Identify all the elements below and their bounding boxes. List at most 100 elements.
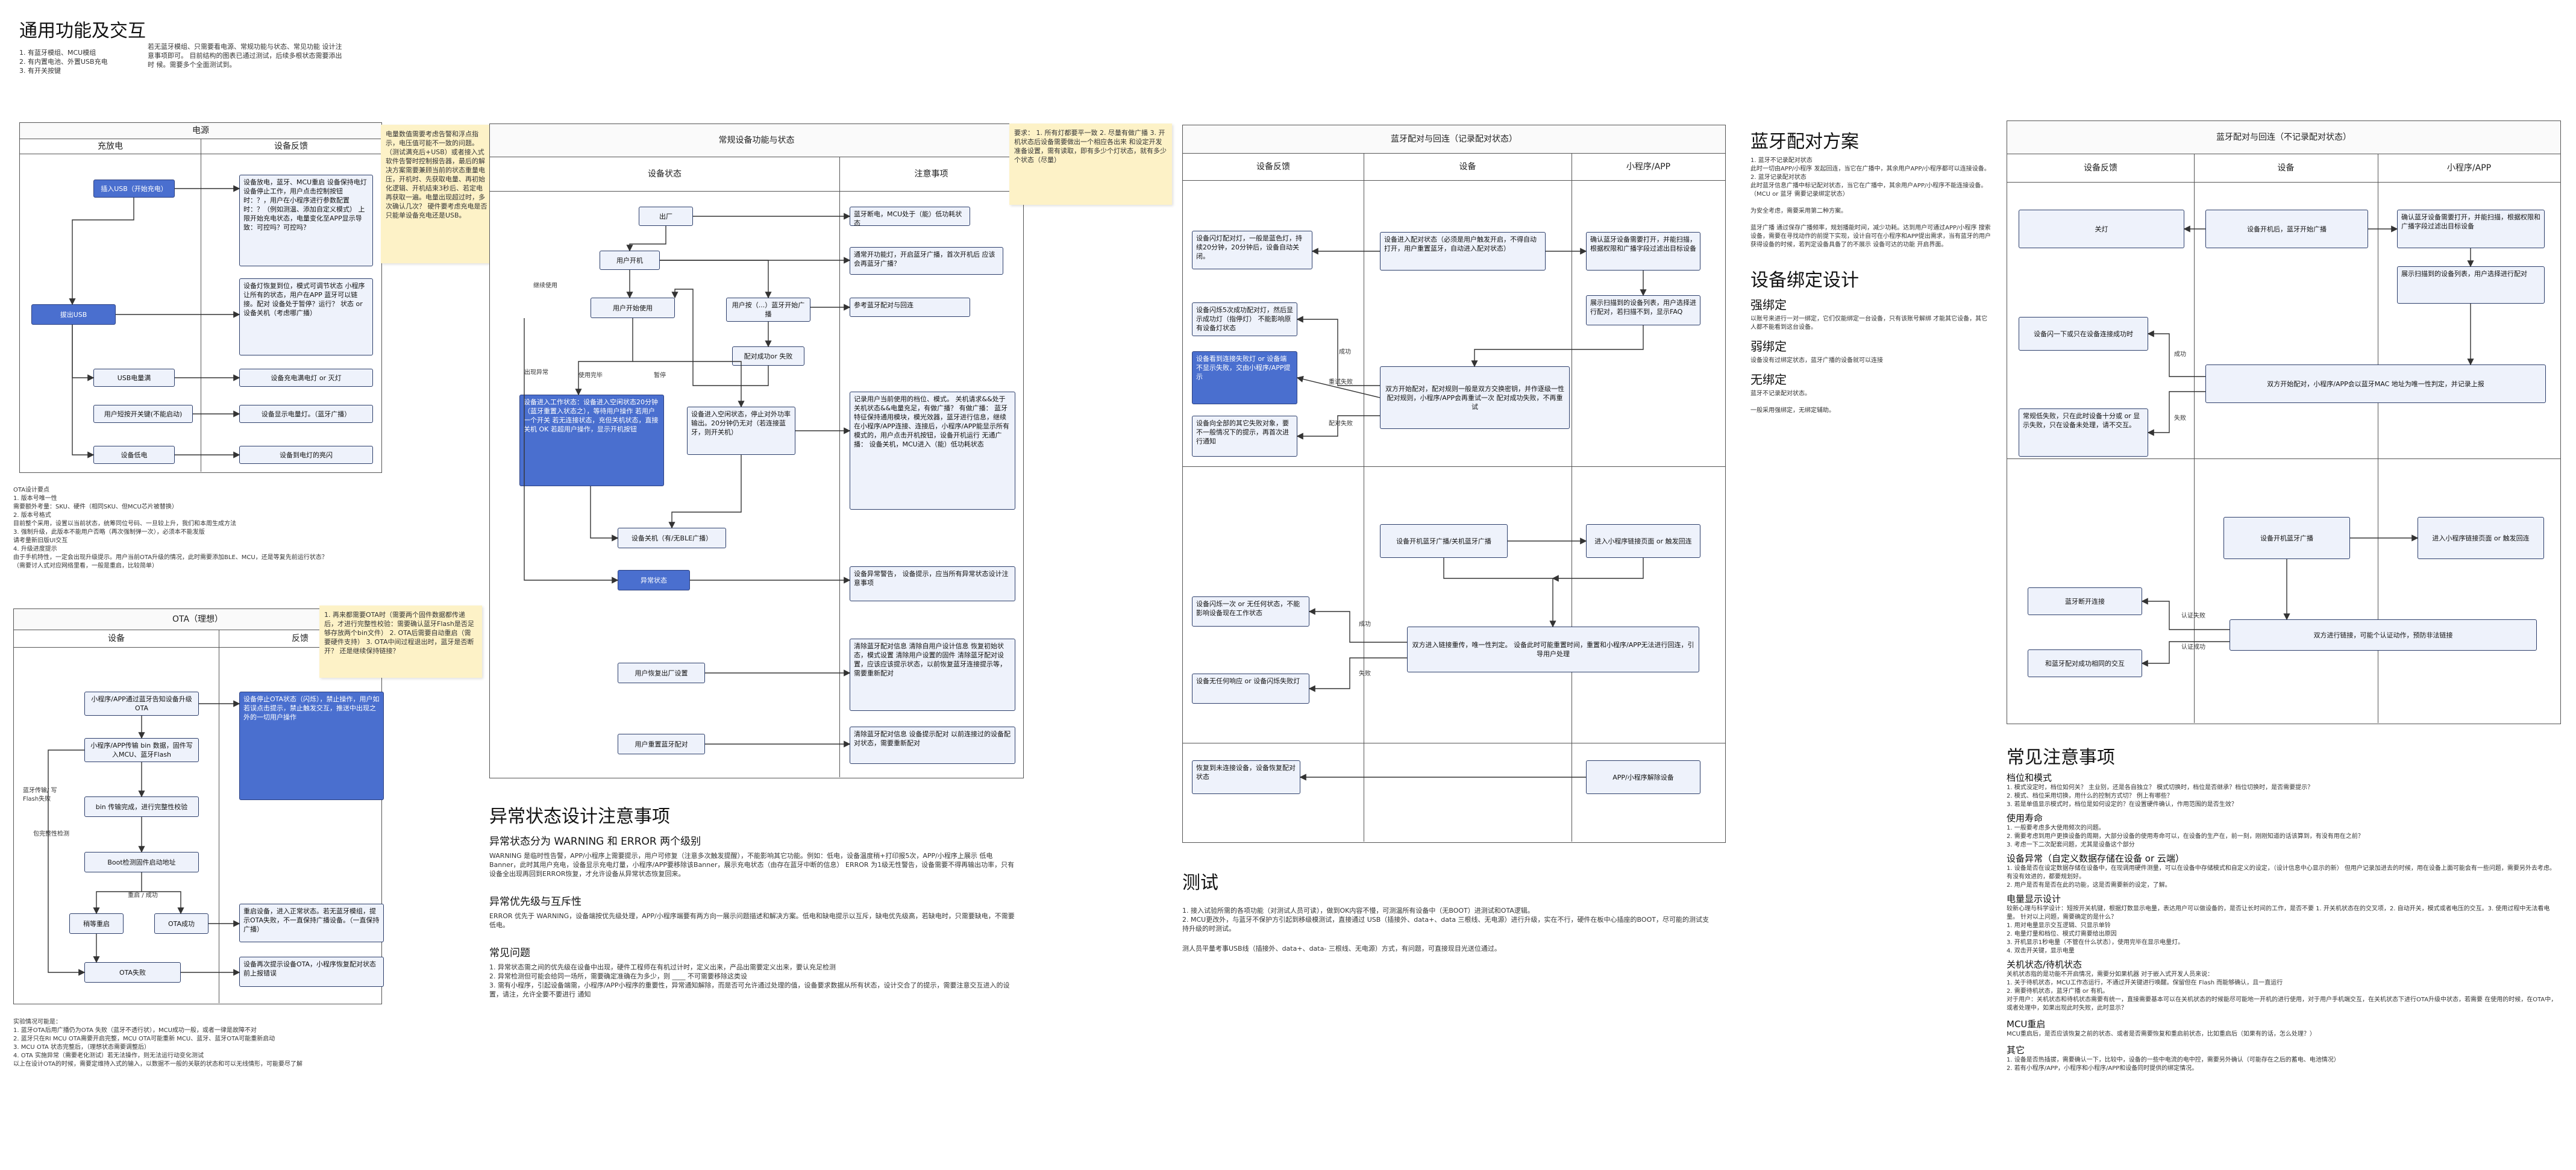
testing-section: 测试 1. 接入试验所需的各项功能（对测试人员可读），做到OK内容不慢，可测温所… <box>1182 868 1713 953</box>
ble-label-retry: 重试失败 <box>1329 379 1353 386</box>
ota-node-3: bin 传输完成，进行完整性校验 <box>84 796 199 817</box>
intro-list: 1. 有蓝牙模组、MCU模组 2. 有内置电池、外置USB充电 3. 有开关按键 <box>19 48 152 75</box>
notes-g5-note: 对于用户：关机状态和待机状态需要有统一，直接需要基本可以在关机状态的时候能尽可能… <box>2007 996 2557 1012</box>
ble2-app-3: 进入小程序链接页面 or 触发回连 <box>2418 517 2544 559</box>
notes-item: 1. 设备是否热插拔，需要确认一下，比较中，设备的一些中电流的电中控，需要另外确… <box>2007 1057 2340 1063</box>
ble-dev-1: 设备进入配对状态（必须是用户触发开启，不得自动打开，用户重置蓝牙，自动进入配对状… <box>1380 232 1546 271</box>
power-panel-title: 电源 <box>20 123 381 139</box>
ble-fb-6: 设备无任何响应 or 设备闪烁失败灯 <box>1192 674 1309 704</box>
ble-fb-1: 设备闪灯配对灯，一般是蓝色灯，持续20分钟，20分钟后，设备自动关闭。 <box>1192 231 1312 269</box>
ble-fb-7: 恢复到未连接设备，设备恢复配对状态 <box>1192 760 1300 794</box>
binding-weak: 弱绑定 <box>1750 339 1787 354</box>
notes-g6: MCU重启 <box>2007 1019 2046 1030</box>
notes-g7-list: 1. 设备是否热插拔，需要确认一下，比较中，设备的一些中电流的电中控，需要另外确… <box>2007 1056 2561 1073</box>
ota-node-4: Boot检测固件启动地址 <box>84 852 199 872</box>
ble2-fb-4: 蓝牙断开连接 <box>2028 587 2142 615</box>
notes-item: 2. 需要考虑到用户更换设备的周期，大部分设备的使用寿命可以，在设备的生产在，前… <box>2007 833 2364 840</box>
exception-para: WARNING 是临时性告警，APP/小程序上需要提示，用户可修复（注意多次触发… <box>489 852 1015 878</box>
notes-g4-list: 1. 用对电量显示交互逻辑、只显示单铃 2. 电量灯量和档位、模式灯需要给出原因… <box>2007 922 2561 956</box>
intro-title: 通用功能及交互 <box>19 20 146 42</box>
factory-node: 出厂 <box>639 207 693 226</box>
user-reset-node: 用户恢复出厂设置 <box>618 663 705 683</box>
ble2-label-s2: 认证失败 <box>2181 613 2205 619</box>
ota-note-line: 4. 升级进度提示 <box>13 546 57 552</box>
unplug-feedback-node: 设备灯恢复到位，模式可调节状态 小程序让所有的状态，用户在APP 蓝牙可以链接。… <box>239 278 373 355</box>
exception-h2: 异常优先级与互斥性 <box>489 896 581 908</box>
ble-col-feedback: 设备反馈 <box>1183 154 1364 181</box>
device-idle-node: 设备进入空闲状态，停止对外功率输出。20分钟仍无对（若连接蓝牙，则开关机） <box>687 407 795 455</box>
note-power: 通常开功能灯，开启蓝牙广播，首次开机后 应该会再蓝牙广播？ <box>850 247 1003 275</box>
ble2-label-f1: 失败 <box>2174 415 2186 422</box>
ble2-label-s1: 成功 <box>2174 351 2186 358</box>
notes-item: 2. 电量灯量和档位、模式灯需要给出原因 <box>2007 931 2117 937</box>
ble-app-2: 展示扫描到的设备列表，用户选择进行配对，若扫描不到，显示FAQ <box>1586 295 1700 325</box>
notes-item: 2. 若有小程序/APP，小程序和小程序/APP和设备同时提供的绑定情况。 <box>2007 1065 2198 1072</box>
press-feedback-node: 设备显示电量灯。（蓝牙广播） <box>239 405 373 423</box>
notes-title: 常见注意事项 <box>2007 747 2115 768</box>
ble-panel-title: 蓝牙配对与回连（记录配对状态） <box>1183 125 1725 154</box>
ota-note-line: 1. 版本号唯一性 <box>13 495 57 502</box>
notes-g3-list: 1. 设备是否在设定数据存储在设备中，在现调用硬件测量，可以在设备中存储模式和自… <box>2007 865 2561 890</box>
ota-node-fail: OTA失败 <box>84 962 181 983</box>
testing-item: 2. MCU更改外，与蓝牙不保护方引起到移级模测试，直接通过 USB（插接外、d… <box>1182 916 1709 933</box>
notes-item: 4. 双击开关键，显示电量 <box>2007 948 2075 954</box>
testing-item: 1. 接入试验所需的各项功能（对测试人员可读），做到OK内容不慢，可测温所有设备… <box>1182 907 1534 915</box>
ota-col-feedback: 反馈 <box>219 630 381 648</box>
note-run: 记录用户当前使用的档位、模式。 关机请求&&处于关机状态&&电量充足，有做广播？… <box>850 392 1015 510</box>
pair-ble-node: 用户按（...）蓝牙开始广播 <box>726 298 810 322</box>
ota-node-restart: 稍等重启 <box>69 913 124 934</box>
ble-dev-ok: 双方开始配对，配对规则一般是双方交换密钥，并作逐级一性 配对规则，小程序/APP… <box>1380 366 1570 429</box>
notes-item: 1. 模式没定时，档位如何关？ 主业别，还是各自独立？ 模式切换时，档位是否继承… <box>2007 784 2314 791</box>
ota-note-line: OTA设计要点 <box>13 487 50 493</box>
ota-footer-line: 实验情况可能是： <box>13 1019 61 1025</box>
ble2-col-app: 小程序/APP <box>2378 154 2560 183</box>
normal-col-device: 设备状态 <box>490 157 839 192</box>
notes-g1: 档位和模式 <box>2007 772 2052 783</box>
notes-item: 2. 模式、档位采用切换，用什么的控制方式切？ 例上有哪些？ <box>2007 793 2173 799</box>
note-unpair: 清除蓝牙配对信息 设备提示配对 以前连接过的设备配对状态，需要重新配对 <box>850 727 1015 764</box>
ota-node-success: OTA成功 <box>154 913 208 934</box>
testing-list: 1. 接入试验所需的各项功能（对测试人员可读），做到OK内容不慢，可测温所有设备… <box>1182 906 1713 933</box>
notes-g1-list: 1. 模式没定时，档位如何关？ 主业别，还是各自独立？ 模式切换时，档位是否继承… <box>2007 784 2561 809</box>
ble2-app-1: 确认蓝牙设备需要打开，并能扫描，根据权限和广播字段过滤出目标设备 <box>2397 210 2545 248</box>
ble2-fb-5: 和蓝牙配对成功相同的交互 <box>2028 649 2142 677</box>
ota-note-line: （需要讨人式对应网络里看，一般是重启，比较简单） <box>13 563 158 569</box>
ota-footer-line: 3. MCU OTA 状态完整后，（理想状态需要调整后） <box>13 1044 151 1051</box>
exception-node: 异常状态 <box>618 570 690 590</box>
pair-result-node: 配对成功or 失败 <box>732 346 804 366</box>
normal-panel-title: 常规设备功能与状态 <box>490 124 1023 157</box>
notes-item: 2. 用户是否有是否在此的功能，这是否需要新的设定，了解。 <box>2007 882 2171 889</box>
ota-note-line: 需要额外考量：SKU、硬件（相同SKU、但MCU芯片被替换） <box>13 504 178 510</box>
notes-g4-text: 较新心理与科学设计：短按开关机键，根据灯数显示电量，表达用户可以做设备的，是否让… <box>2007 906 2550 921</box>
ota-footer-line: 1. 蓝牙OTA后用广播仍为OTA 失败（蓝牙不透行状），MCU成功一般，或者一… <box>13 1027 257 1034</box>
power-col-charge: 充放电 <box>20 139 201 154</box>
notes-g2-list: 1. 一般要考虑多大使用频次的问题。 2. 需要考虑到用户更换设备的周期，大部分… <box>2007 824 2561 849</box>
notes-item: 1. 一般要考虑多大使用频次的问题。 <box>2007 825 2105 831</box>
device-run-node: 设备进入工作状态：设备进入空闲状态20分钟（蓝牙重置入状态之），等待用户操作 若… <box>519 395 664 486</box>
ble-label-fail: 配对失败 <box>1329 421 1353 427</box>
exception-issue: 2. 异常检测但可能会给同一场所，需要确定准确在为多少，则 ____ 不可需要移… <box>489 972 747 980</box>
label-continue: 继续使用 <box>533 283 557 289</box>
ota-feedback-4: 设备再次提示设备OTA，小程序恢复配对状态前上报错误 <box>239 957 384 987</box>
usb-in-node: 插入USB（开始充电） <box>93 180 175 198</box>
sticky-normal: 要求： 1. 所有灯都要平一致 2. 尽量有做广播 3. 开机状态后设备需要做出… <box>1009 124 1172 205</box>
ble-label-success: 成功 <box>1339 349 1351 355</box>
power-on-node: 用户开机 <box>600 251 660 270</box>
ble2-col-device: 设备 <box>2194 154 2378 183</box>
usb-full-node: USB电量满 <box>93 369 175 387</box>
low-feedback-node: 设备到电灯的亮闪 <box>239 446 373 464</box>
sticky-ota: 1. 再来都需要OTA时（需要两个固件数据都传递后，才进行完整性校验：需要确认蓝… <box>319 605 482 678</box>
ota-branch-label: 重启 / 成功 <box>128 892 158 899</box>
ota-notes: OTA设计要点 1. 版本号唯一性 需要额外考量：SKU、硬件（相同SKU、但M… <box>13 486 399 571</box>
binding-none: 无绑定 <box>1750 372 1787 387</box>
bt-scheme-item: 此时一切由APP/小程序 发起回连，当它在广播中，其余用户APP/小程序都可以连… <box>1750 166 1990 172</box>
ota-note-line: 目前整个采用，设置以当前状态，统筹同位号码、一旦较上升，我们和本周生成方法 <box>13 521 236 527</box>
ota-feedback-3: 重启设备，进入正常状态。若无蓝牙模组，提示OTA失败，不一直保持广播设备。（一直… <box>239 904 384 942</box>
ble2-dev-4: 双方进行链接，可能个认证动作，预防非法链接 <box>2230 619 2537 651</box>
bt-scheme-title: 蓝牙配对方案 <box>1750 131 1859 152</box>
notes-g2: 使用寿命 <box>2007 813 2043 824</box>
ble-col-app: 小程序/APP <box>1572 154 1725 181</box>
bt-scheme-item: 1. 蓝牙不记录配对状态 <box>1750 157 1813 164</box>
notes-item: 1. 设备是否在设定数据存储在设备中，在现调用硬件测量，可以在设备中存储模式和自… <box>2007 865 2556 880</box>
label-finish: 使用完毕 <box>578 372 603 379</box>
